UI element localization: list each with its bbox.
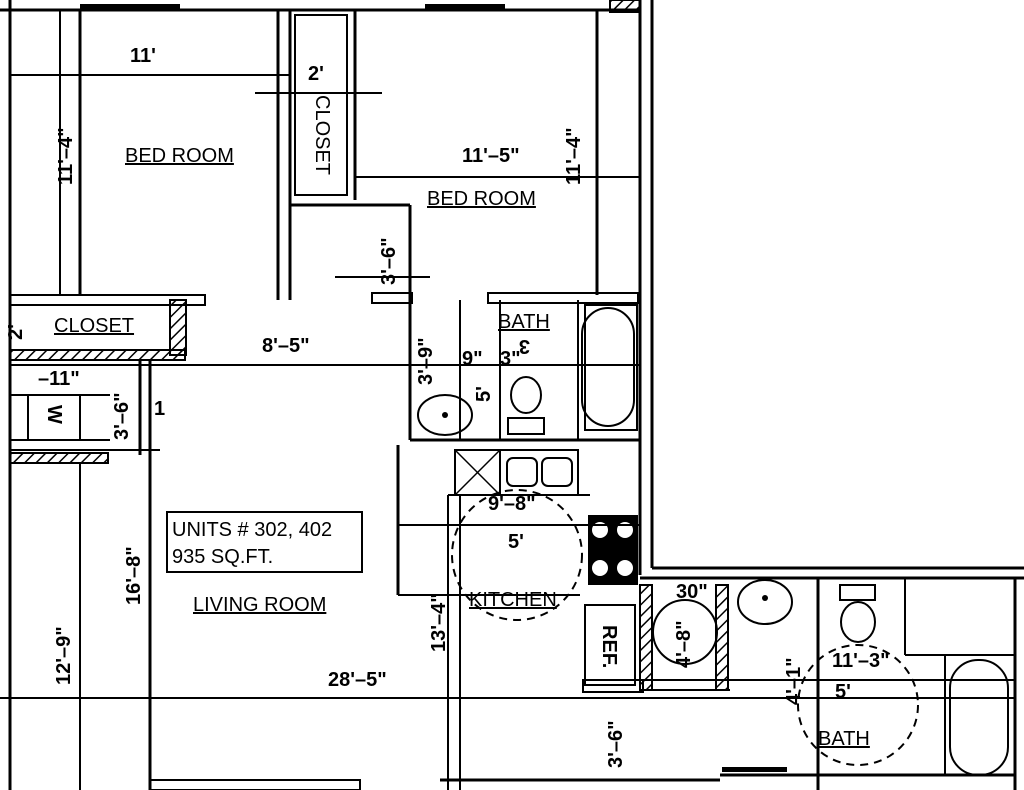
- dim-bath2-4-1: 4'–1": [783, 657, 805, 705]
- dim-kitchen-9-8: 9'–8": [488, 493, 536, 515]
- washer-label: W: [43, 405, 65, 424]
- dim-closet-width: 2': [308, 63, 324, 85]
- dim-bath-3b: 3: [519, 335, 530, 357]
- dim-door-3-6: 3'–6": [378, 237, 400, 285]
- dim-hall-width: 8'–5": [262, 335, 310, 357]
- dim-bath-3-9: 3'–9": [415, 337, 437, 385]
- room-bedroom-1: BED ROOM: [125, 145, 234, 167]
- dim-bath-3: 3": [500, 348, 521, 370]
- dim-bed1-height: 11'–4": [55, 127, 77, 185]
- dim-bed1-width: 11': [130, 45, 156, 67]
- dim-bath2-11-3: 11'–3": [832, 650, 890, 672]
- dim-closet-30: 30": [676, 581, 708, 603]
- dim-bath2-5: 5': [835, 681, 851, 703]
- dim-closet-4-8: 4'–8": [673, 620, 695, 668]
- dim-laundry-1: 1: [154, 398, 165, 420]
- dim-hall-3-6: 3'–6": [605, 720, 627, 768]
- dimension-lines: [0, 10, 1015, 781]
- dim-bath-9: 9": [462, 348, 483, 370]
- dim-laundry-3-6: 3'–6": [111, 392, 133, 440]
- dim-kitchen-13-4: 13'–4": [428, 593, 450, 652]
- area-label: 935 SQ.FT.: [172, 546, 273, 568]
- room-bedroom-2: BED ROOM: [427, 188, 536, 210]
- dim-total-28-5: 28'–5": [328, 669, 387, 691]
- dim-living-16-8: 16'–8": [123, 546, 145, 605]
- unit-info-box: UNITS # 302, 402 935 SQ.FT.: [166, 511, 363, 573]
- room-closet-2: CLOSET: [54, 315, 134, 337]
- dim-bed2-height: 11'–4": [563, 127, 585, 185]
- units-label: UNITS # 302, 402: [172, 519, 332, 541]
- room-bath-1: BATH: [498, 311, 550, 333]
- ref-label: REF.: [598, 625, 620, 668]
- dim-closet-depth: 2': [5, 324, 27, 340]
- room-kitchen: KITCHEN: [469, 589, 557, 611]
- dim-living-12-9: 12'–9": [53, 626, 75, 685]
- dim-bath-5: 5': [473, 386, 495, 402]
- labels: 11' 11'–4" BED ROOM 2' CLOSET 11'–5" 11'…: [5, 45, 890, 768]
- dim-laundry-11: –11": [38, 368, 80, 390]
- room-closet-1: CLOSET: [311, 95, 333, 175]
- dim-kitchen-5: 5': [508, 531, 524, 553]
- room-living: LIVING ROOM: [193, 594, 326, 616]
- room-bath-2: BATH: [818, 728, 870, 750]
- dim-bed2-width: 11'–5": [462, 145, 520, 167]
